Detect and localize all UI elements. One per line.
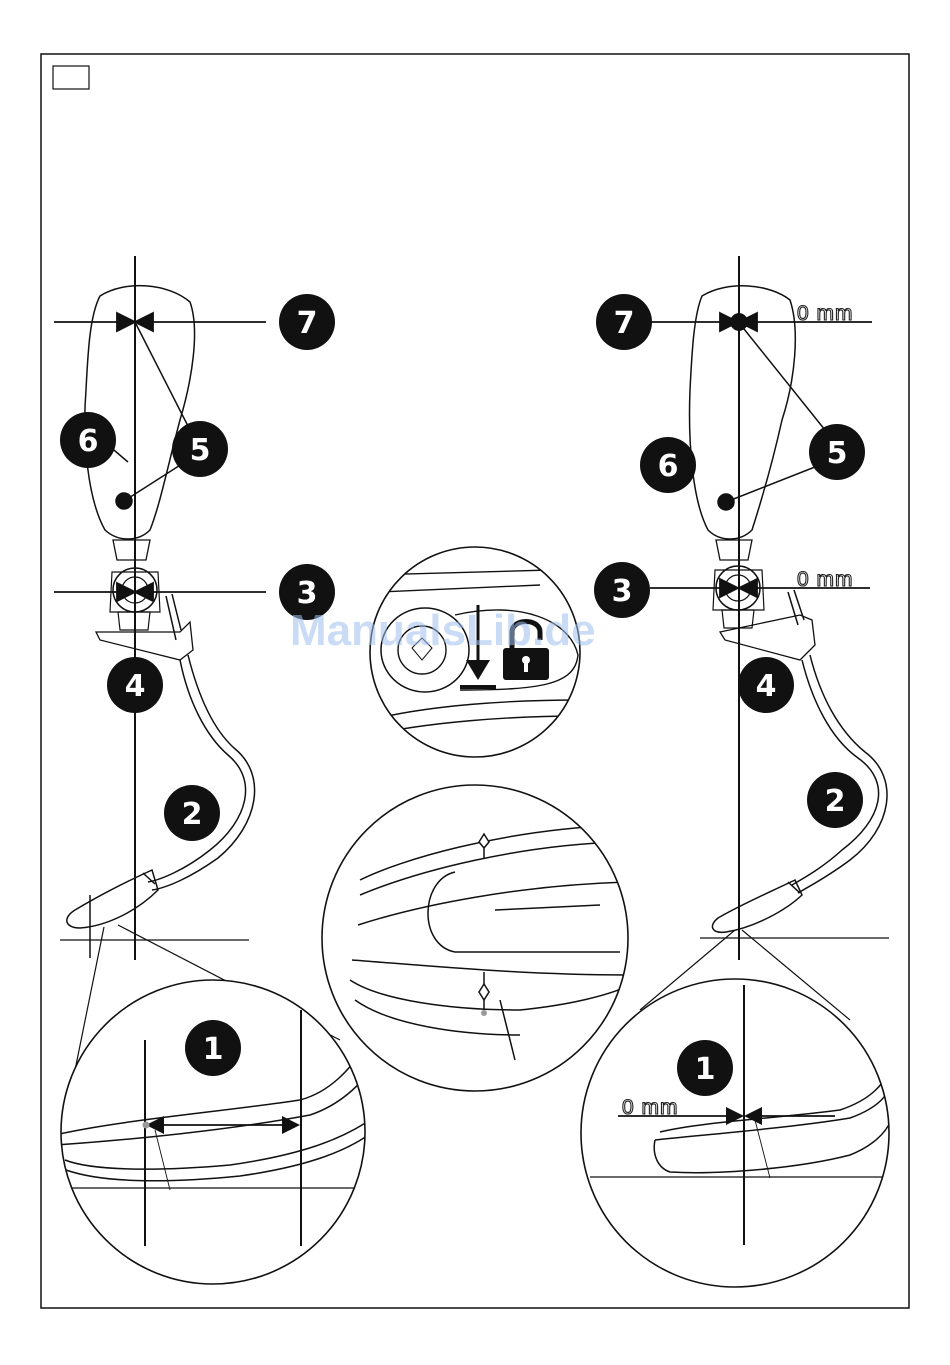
svg-text:5: 5 xyxy=(190,433,211,468)
right-prosthesis xyxy=(640,286,889,1020)
right-callout-6: 6 xyxy=(640,437,696,493)
svg-text:4: 4 xyxy=(756,669,777,704)
right-foot-magnifier: 0 mm xyxy=(581,979,895,1287)
svg-text:4: 4 xyxy=(125,669,146,704)
svg-text:5: 5 xyxy=(827,436,848,471)
figure-label-box xyxy=(53,66,89,89)
right-foot-offset-label: 0 mm xyxy=(622,1096,679,1119)
left-callout-6: 6 xyxy=(60,412,116,468)
left-callout-4: 4 xyxy=(107,657,163,713)
watermark-text: ManualsLib.de xyxy=(290,606,596,655)
left-prosthesis xyxy=(60,286,340,1080)
svg-text:6: 6 xyxy=(78,424,99,459)
right-callout-5: 5 xyxy=(809,424,865,480)
right-callout-3: 3 xyxy=(594,562,650,618)
left-top-arrows xyxy=(54,313,266,331)
right-knee-offset-label: 0 mm xyxy=(797,568,854,591)
svg-text:7: 7 xyxy=(297,306,318,341)
right-top-offset-label: 0 mm xyxy=(797,302,854,325)
right-callout-2: 2 xyxy=(807,772,863,828)
left-callout-1: 1 xyxy=(185,1020,241,1076)
center-foot-shell-detail xyxy=(322,785,630,1091)
right-callout-7: 7 xyxy=(596,294,652,350)
left-knee-arrows xyxy=(54,583,266,601)
left-callout-7: 7 xyxy=(279,294,335,350)
left-callout-5: 5 xyxy=(172,421,228,477)
svg-text:1: 1 xyxy=(203,1032,224,1067)
right-callout-1: 1 xyxy=(677,1040,733,1096)
left-callout-2: 2 xyxy=(164,785,220,841)
svg-text:1: 1 xyxy=(695,1052,716,1087)
svg-text:7: 7 xyxy=(614,306,635,341)
svg-text:6: 6 xyxy=(658,449,679,484)
svg-text:2: 2 xyxy=(825,784,846,819)
svg-text:2: 2 xyxy=(182,797,203,832)
right-callout-4: 4 xyxy=(738,657,794,713)
svg-text:3: 3 xyxy=(612,574,633,609)
